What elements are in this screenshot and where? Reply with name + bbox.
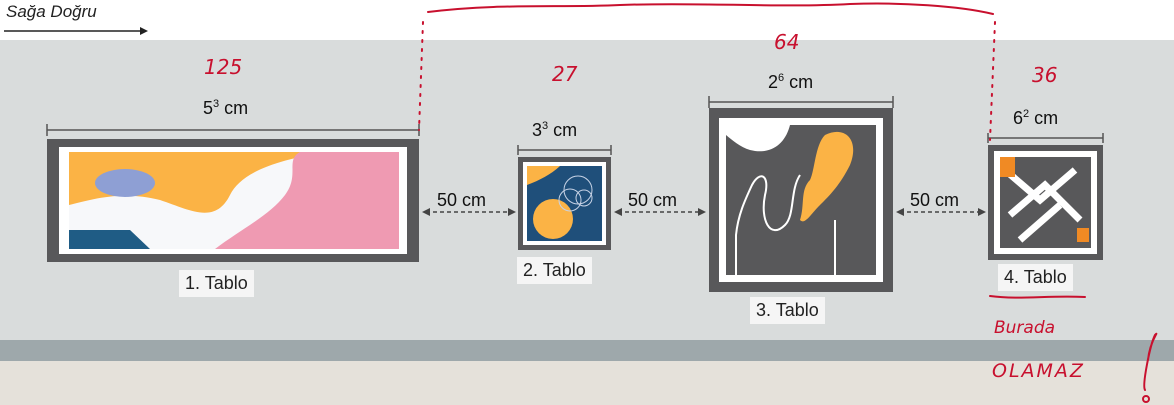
distance-label-1: 50 cm [437, 190, 486, 211]
handwritten-value-4: 36 [1032, 63, 1057, 87]
size-label-1: 53 cm [203, 98, 248, 119]
painting-2 [518, 157, 611, 250]
caption-3: 3. Tablo [750, 297, 825, 324]
caption-4: 4. Tablo [998, 264, 1073, 291]
size-label-3: 26 cm [768, 72, 813, 93]
caption-1: 1. Tablo [179, 270, 254, 297]
painting-4 [988, 145, 1103, 260]
handwritten-value-2: 27 [552, 62, 577, 86]
handwritten-note-line2: OLAMAZ [992, 360, 1085, 382]
size-label-4: 62 cm [1013, 108, 1058, 129]
dimension-bracket-4 [988, 133, 1103, 143]
dimension-bracket-2 [518, 145, 611, 155]
handwritten-value-1: 125 [204, 55, 242, 79]
size-label-2: 33 cm [532, 120, 577, 141]
handwritten-note-line1: Burada [994, 318, 1055, 338]
painting-1 [47, 139, 419, 262]
direction-arrow [4, 27, 148, 35]
distance-label-3: 50 cm [910, 190, 959, 211]
distance-label-2: 50 cm [628, 190, 677, 211]
handwritten-value-3: 64 [774, 30, 799, 54]
dimension-bracket-1 [47, 124, 419, 136]
dimension-bracket-3 [709, 96, 893, 108]
caption-2: 2. Tablo [517, 257, 592, 284]
painting-3 [709, 108, 893, 292]
